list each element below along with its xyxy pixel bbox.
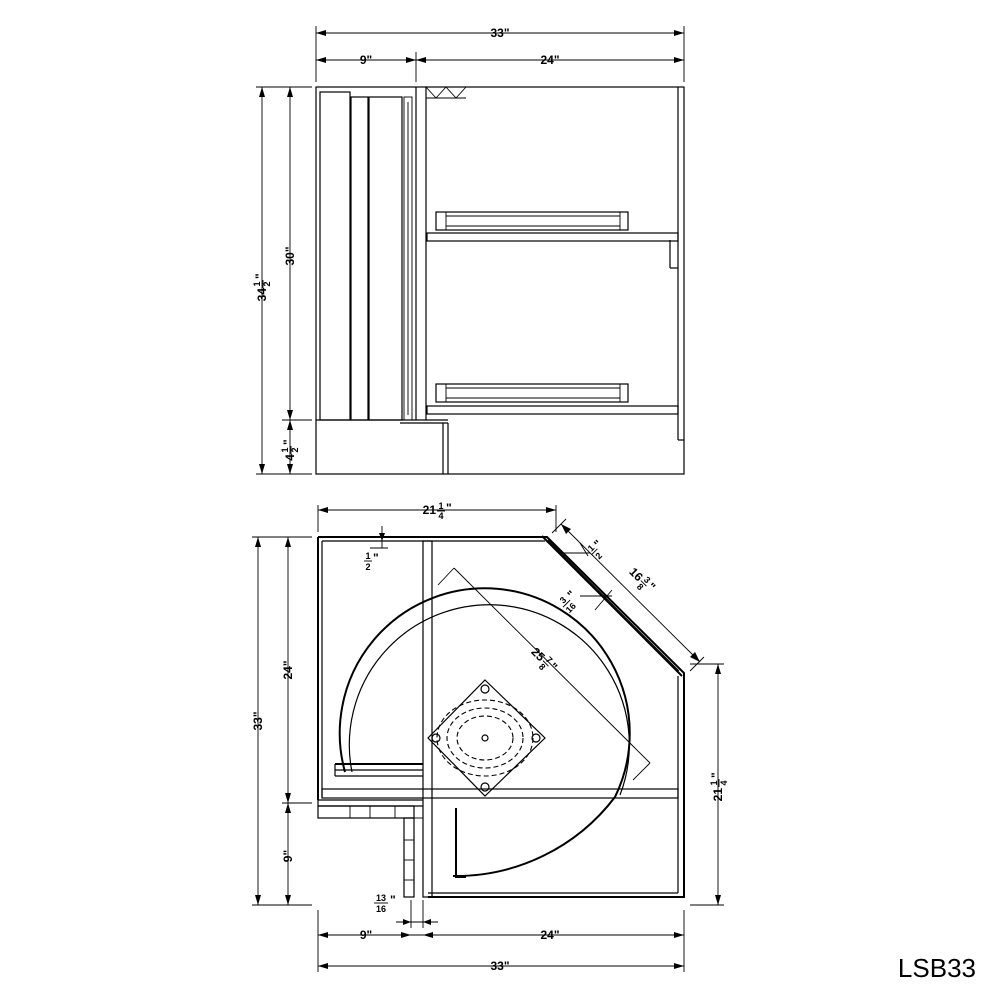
center-hub — [427, 679, 546, 797]
front-outline — [315, 86, 685, 475]
dim-plan-overall-depth: 33" — [251, 711, 265, 730]
dim-plan-door-gap: 13 — [376, 893, 386, 903]
svg-text:1: 1 — [438, 501, 443, 511]
dim-plan-bottom-overall: 33" — [490, 959, 509, 973]
svg-text:1: 1 — [280, 447, 290, 452]
plan-view: 21 1 4 " 1 2 " 1 2 " — [251, 501, 729, 973]
svg-text:": " — [446, 501, 452, 515]
left-door-stile — [319, 91, 351, 421]
dim-plan-left-depth: 24" — [281, 660, 295, 679]
dim-front-left-width: 9" — [360, 53, 372, 67]
dim-plan-corner-gap: 1 — [586, 543, 597, 554]
svg-text:3: 3 — [642, 575, 653, 586]
plan-outline — [318, 536, 685, 898]
svg-text:2: 2 — [594, 551, 605, 562]
svg-text:1: 1 — [709, 780, 719, 785]
dim-front-toe-height: 4 — [283, 454, 297, 461]
svg-text:": " — [564, 588, 578, 602]
svg-text:": " — [390, 893, 396, 907]
svg-text:4: 4 — [438, 511, 443, 521]
svg-text:8: 8 — [635, 582, 646, 593]
svg-text:8: 8 — [537, 662, 548, 673]
lazy-susan-tray — [338, 587, 631, 878]
svg-text:": " — [709, 772, 723, 778]
svg-text:1: 1 — [252, 281, 262, 286]
svg-text:7: 7 — [544, 655, 555, 666]
dim-plan-bottom-left: 9" — [360, 928, 372, 942]
dim-plan-lower-depth: 9" — [281, 850, 295, 862]
dim-plan-side-thickness: 1 — [365, 551, 370, 561]
svg-text:16: 16 — [376, 904, 386, 914]
svg-text:": " — [253, 273, 267, 279]
lower-shelf — [426, 405, 679, 415]
svg-text:2: 2 — [262, 281, 272, 286]
dim-front-overall-height: 34 — [255, 288, 269, 302]
upper-shelf — [426, 232, 679, 242]
svg-text:4: 4 — [719, 780, 729, 785]
dim-plan-tray-gap: 3 — [558, 595, 569, 606]
svg-text:2: 2 — [290, 447, 300, 452]
svg-text:2: 2 — [365, 562, 370, 572]
model-label: LSB33 — [898, 953, 976, 983]
dim-plan-bottom-right: 24" — [540, 928, 559, 942]
svg-text:": " — [373, 551, 379, 565]
dim-front-overall-width: 33" — [490, 26, 509, 40]
dim-plan-right-depth: 21 — [711, 788, 725, 802]
svg-text:": " — [281, 439, 295, 445]
dim-front-box-height: 30" — [283, 246, 297, 265]
dim-plan-top-width: 21 — [423, 503, 437, 517]
dim-front-right-width: 24" — [540, 53, 559, 67]
front-view: 33" 9" 24" 34 1 2 " 30" 4 1 — [252, 26, 685, 475]
